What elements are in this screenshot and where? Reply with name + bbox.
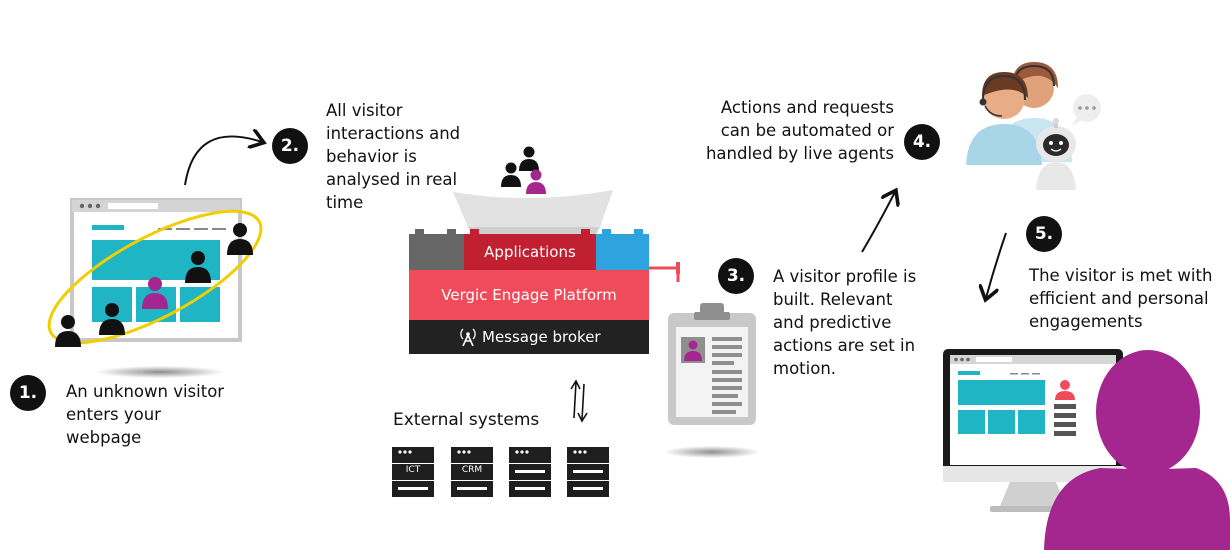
server-label-crm: CRM [461, 465, 483, 475]
step-2-line: All visitor [326, 101, 403, 120]
step-4-badge: 4. [904, 124, 940, 160]
step-3-line: built. Relevant [773, 290, 893, 309]
step-2-text: All visitor interactions and behavior is… [326, 99, 460, 214]
step-1-line: webpage [66, 428, 142, 447]
step-2-line: analysed in real [326, 170, 458, 189]
step-1-line: An unknown visitor [66, 382, 225, 401]
arrow-to-agents [861, 192, 895, 253]
engage-platform-label: Vergic Engage Platform [441, 286, 617, 304]
step-3-line: actions are set in [773, 336, 916, 355]
step-4-line: handled by live agents [705, 144, 894, 163]
step-5-badge: 5. [1026, 216, 1062, 252]
step-5-line: engagements [1029, 312, 1143, 331]
engagement-screen [943, 349, 1123, 512]
profile-clipboard [664, 303, 760, 458]
step-1-text: An unknown visitor enters your webpage [66, 380, 224, 449]
step-3-line: and predictive [773, 313, 892, 332]
step-3-line: motion. [773, 359, 837, 378]
message-broker-label: Message broker [482, 328, 601, 346]
step-2-line: behavior is [326, 147, 417, 166]
step-3-badge: 3. [718, 258, 754, 294]
step-4-line: Actions and requests [720, 98, 894, 117]
applications-label: Applications [484, 243, 576, 261]
server-label-ict: ICT [405, 465, 421, 475]
step-1-badge: 1. [10, 375, 46, 411]
step-5-line: The visitor is met with [1029, 266, 1213, 285]
step-2-line: interactions and [326, 124, 461, 143]
external-systems-title: External systems [393, 410, 540, 430]
visitor-icons [55, 223, 253, 347]
step-2-badge: 2. [272, 128, 308, 164]
agents-illustration [966, 62, 1101, 190]
server-icons [392, 447, 609, 497]
step-3-text: A visitor profile is built. Relevant and… [773, 265, 916, 380]
step-2-line: time [326, 193, 364, 212]
step-4-text: Actions and requests can be automated or… [688, 96, 894, 165]
bidirectional-arrow [570, 379, 588, 423]
step-5-line: efficient and personal [1029, 289, 1209, 308]
step-1-line: enters your [66, 405, 161, 424]
visitor-avatar-large [1044, 350, 1230, 550]
step-4-line: can be automated or [720, 121, 894, 140]
arrow-to-analysis [184, 136, 262, 186]
step-3-line: A visitor profile is [773, 267, 917, 286]
arrow-to-engagement [986, 232, 1007, 298]
step-5-text: The visitor is met with efficient and pe… [1029, 264, 1212, 333]
platform-stack [409, 146, 680, 354]
